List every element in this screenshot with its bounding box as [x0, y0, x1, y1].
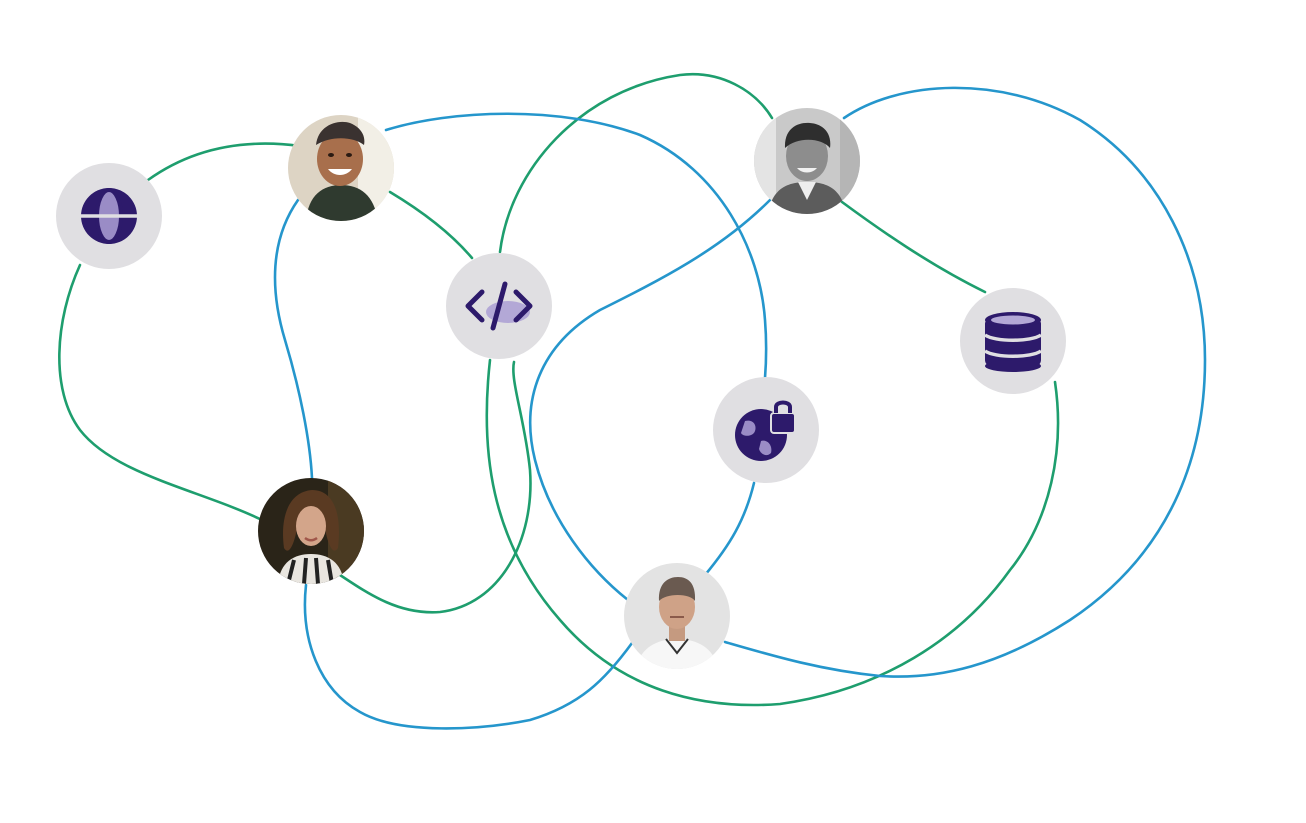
- avatar-smiling-man: [288, 115, 394, 221]
- green-link-globe-person1: [146, 142, 302, 182]
- blue-link-secureglobe-person4: [703, 481, 756, 577]
- globe-lock-icon: [735, 400, 796, 461]
- green-link-person3-database: [840, 200, 987, 294]
- avatar-person-2[interactable]: [258, 478, 364, 584]
- avatar-person-1[interactable]: [288, 115, 394, 221]
- avatar-woman: [258, 478, 364, 584]
- green-link-person2-code: [338, 360, 532, 614]
- avatar-man-shirt: [624, 563, 730, 669]
- globe-icon: [81, 188, 137, 244]
- database-node[interactable]: [960, 288, 1066, 394]
- secure-globe-node[interactable]: [713, 377, 819, 483]
- blue-link-person3-database-loop: [723, 86, 1207, 678]
- blue-link-person1-secureglobe: [384, 112, 768, 380]
- green-link-globe-person2: [58, 263, 264, 522]
- globe-node[interactable]: [56, 163, 162, 269]
- green-link-code-database: [485, 358, 1060, 707]
- avatar-person-3[interactable]: [754, 108, 860, 214]
- blue-link-person1-person2: [273, 198, 314, 480]
- code-icon: [465, 281, 533, 331]
- green-link-code-person3: [498, 72, 774, 254]
- avatar-man-grayscale: [754, 108, 860, 214]
- green-link-person1-code: [388, 190, 474, 260]
- blue-link-person2-person4: [303, 583, 634, 730]
- code-node[interactable]: [446, 253, 552, 359]
- avatar-person-4[interactable]: [624, 563, 730, 669]
- database-icon: [983, 312, 1043, 372]
- blue-link-person3-person4: [528, 198, 772, 602]
